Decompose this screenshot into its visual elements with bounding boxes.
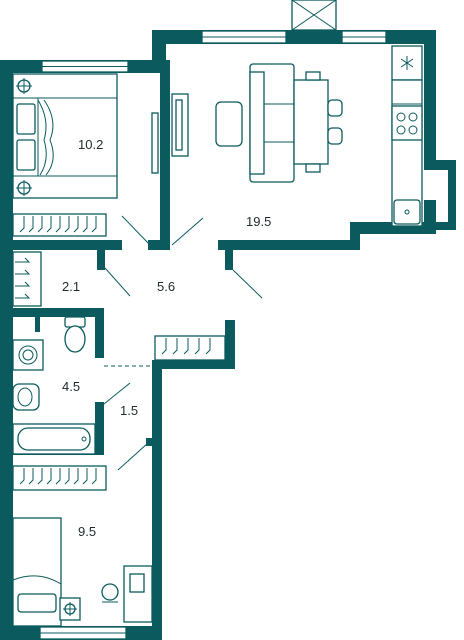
desk-icon xyxy=(123,565,153,623)
lamp-icon xyxy=(16,180,32,196)
wardrobe-icon xyxy=(12,213,107,237)
stove-icon xyxy=(391,105,423,141)
wardrobe-icon xyxy=(12,251,42,307)
single-bed-icon xyxy=(12,517,62,627)
ventilation-shaft-icon xyxy=(291,0,337,31)
area-label-bathroom: 4.5 xyxy=(62,379,80,394)
bathtub-icon xyxy=(12,423,96,455)
area-label-corridor: 1.5 xyxy=(120,403,138,418)
window-icon xyxy=(41,60,129,73)
door-swings xyxy=(103,215,263,471)
room-labels: 10.2 19.5 2.1 5.6 4.5 1.5 9.5 xyxy=(62,137,271,539)
dining-table-icon xyxy=(293,79,329,165)
lamp-icon xyxy=(16,78,32,94)
area-label-bedroom-1: 10.2 xyxy=(78,137,103,152)
lamp-icon xyxy=(59,597,81,621)
sofa-icon xyxy=(249,63,295,183)
window-icon xyxy=(39,626,127,640)
wardrobe-icon xyxy=(154,335,226,361)
fridge-icon xyxy=(391,45,423,81)
sink-icon xyxy=(393,199,421,225)
washing-machine-icon xyxy=(12,339,44,371)
chair-icon xyxy=(305,71,343,173)
windows xyxy=(39,0,387,640)
washbasin-icon xyxy=(12,383,40,411)
window-icon xyxy=(341,30,387,44)
area-label-bedroom-2: 9.5 xyxy=(78,524,96,539)
tv-icon xyxy=(171,93,189,157)
window-icon xyxy=(201,30,287,44)
tv-icon xyxy=(151,112,159,174)
wardrobe-icon xyxy=(12,465,107,491)
chair-icon xyxy=(101,583,119,603)
double-bed-icon xyxy=(12,73,118,199)
area-label-wardrobe: 2.1 xyxy=(62,279,80,294)
armchair-icon xyxy=(215,101,243,147)
toilet-icon xyxy=(64,316,86,353)
area-label-living-kitchen: 19.5 xyxy=(246,214,271,229)
area-label-hallway: 5.6 xyxy=(157,279,175,294)
